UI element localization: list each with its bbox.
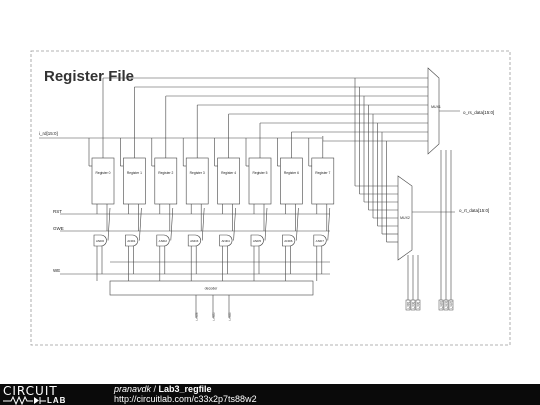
register-label: Register 7 [315, 171, 330, 175]
mux1-select-pin [448, 299, 454, 311]
and-output-wire [233, 207, 236, 241]
logo-resistor-icon [3, 396, 46, 405]
and-gate [282, 234, 296, 247]
and-gate-label: AND6 [284, 239, 293, 243]
mux1-label: MUX1 [431, 105, 441, 109]
mux2-select-pin [405, 299, 411, 311]
input-label-we: WE [53, 268, 60, 273]
and-output-wire [264, 207, 268, 241]
decoder-block [109, 280, 314, 296]
mux1-shape [427, 67, 440, 155]
register-label: Register 2 [158, 171, 173, 175]
diagram-frame [30, 50, 511, 346]
and-output-wire [170, 207, 174, 241]
and-gate [219, 234, 233, 247]
output-label-rs: o_rs_data[15:0] [463, 110, 494, 115]
and-gate-label: AND0 [96, 239, 105, 243]
register-box [91, 157, 115, 205]
and-output-wire [296, 207, 299, 241]
and-gate-label: AND3 [190, 239, 199, 243]
and-output-wire [139, 207, 142, 241]
decoder-input-label: i_rd[1] [212, 312, 216, 321]
mux1-select-label: i_rs[1] [444, 301, 448, 309]
register-box [280, 157, 303, 205]
byline-separator: / [151, 384, 159, 394]
and-gate-label: AND2 [159, 239, 168, 243]
and-gate-label: AND1 [127, 239, 136, 243]
input-label-rst: RST [53, 209, 62, 214]
register-box [123, 157, 146, 205]
and-gate [156, 234, 170, 247]
and-output-wire [107, 207, 111, 241]
mux2-label: MUX2 [400, 216, 410, 220]
register-label: Register 4 [221, 171, 236, 175]
and-gate-label: AND5 [253, 239, 262, 243]
mux1-select-label: i_rs[0] [439, 301, 443, 309]
and-gate [125, 234, 139, 247]
mux2-select-label: i_rt[2] [416, 302, 420, 310]
mux1-select-pin [443, 299, 449, 311]
logo-wordmark-bottom: LAB [3, 396, 95, 405]
footer-bar: CIRCUIT LAB pranavdk / Lab3_regfile http… [0, 384, 540, 405]
diagram-title: Register File [44, 68, 134, 85]
and-output-wire [327, 207, 331, 241]
mux1-select-pin [438, 299, 444, 311]
register-box [217, 157, 240, 205]
project-name[interactable]: Lab3_regfile [158, 384, 212, 394]
decoder-input-label: i_rd[2] [228, 312, 232, 321]
decoder-input-label: i_rd[0] [195, 312, 199, 321]
logo-lab-text: LAB [47, 396, 67, 405]
input-label-rd: i_rd[15:0] [39, 131, 58, 136]
register-box [154, 157, 178, 205]
and-gate [250, 234, 264, 247]
project-url[interactable]: http://circuitlab.com/c33x2p7ts88w2 [114, 394, 257, 404]
register-box [311, 157, 335, 205]
mux2-shape [397, 175, 413, 261]
and-gate [187, 234, 201, 247]
mux2-select-pin [415, 299, 421, 311]
register-box [185, 157, 209, 205]
output-label-rt: o_rt_data[15:0] [459, 208, 489, 213]
author-link[interactable]: pranavdk [114, 384, 152, 394]
and-gate [313, 234, 327, 247]
register-label: Register 3 [190, 171, 205, 175]
register-box [248, 157, 272, 205]
decoder-label: decoder [205, 287, 218, 291]
register-label: Register 1 [127, 171, 142, 175]
and-gate-label: AND4 [221, 239, 230, 243]
and-gate-label: AND7 [316, 239, 325, 243]
schematic-canvas: Register File i_rd[15:0] RST GWE WE o_rs… [30, 50, 511, 346]
register-label: Register 5 [252, 171, 267, 175]
register-label: Register 6 [284, 171, 299, 175]
mux2-select-label: i_rt[0] [406, 302, 410, 310]
mux1-select-label: i_rs[2] [449, 301, 453, 309]
and-output-wire [201, 207, 205, 241]
project-byline: pranavdk / Lab3_regfile [114, 384, 212, 394]
and-gate [93, 234, 107, 247]
circuitlab-logo[interactable]: CIRCUIT LAB [3, 384, 95, 405]
mux2-select-label: i_rt[1] [411, 302, 415, 310]
mux2-select-pin [410, 299, 416, 311]
input-label-gwe: GWE [53, 226, 64, 231]
register-label: Register 0 [95, 171, 110, 175]
logo-wordmark-top: CIRCUIT [3, 384, 58, 398]
register-file-schematic: Register File i_rd[15:0] RST GWE WE o_rs… [30, 50, 511, 346]
